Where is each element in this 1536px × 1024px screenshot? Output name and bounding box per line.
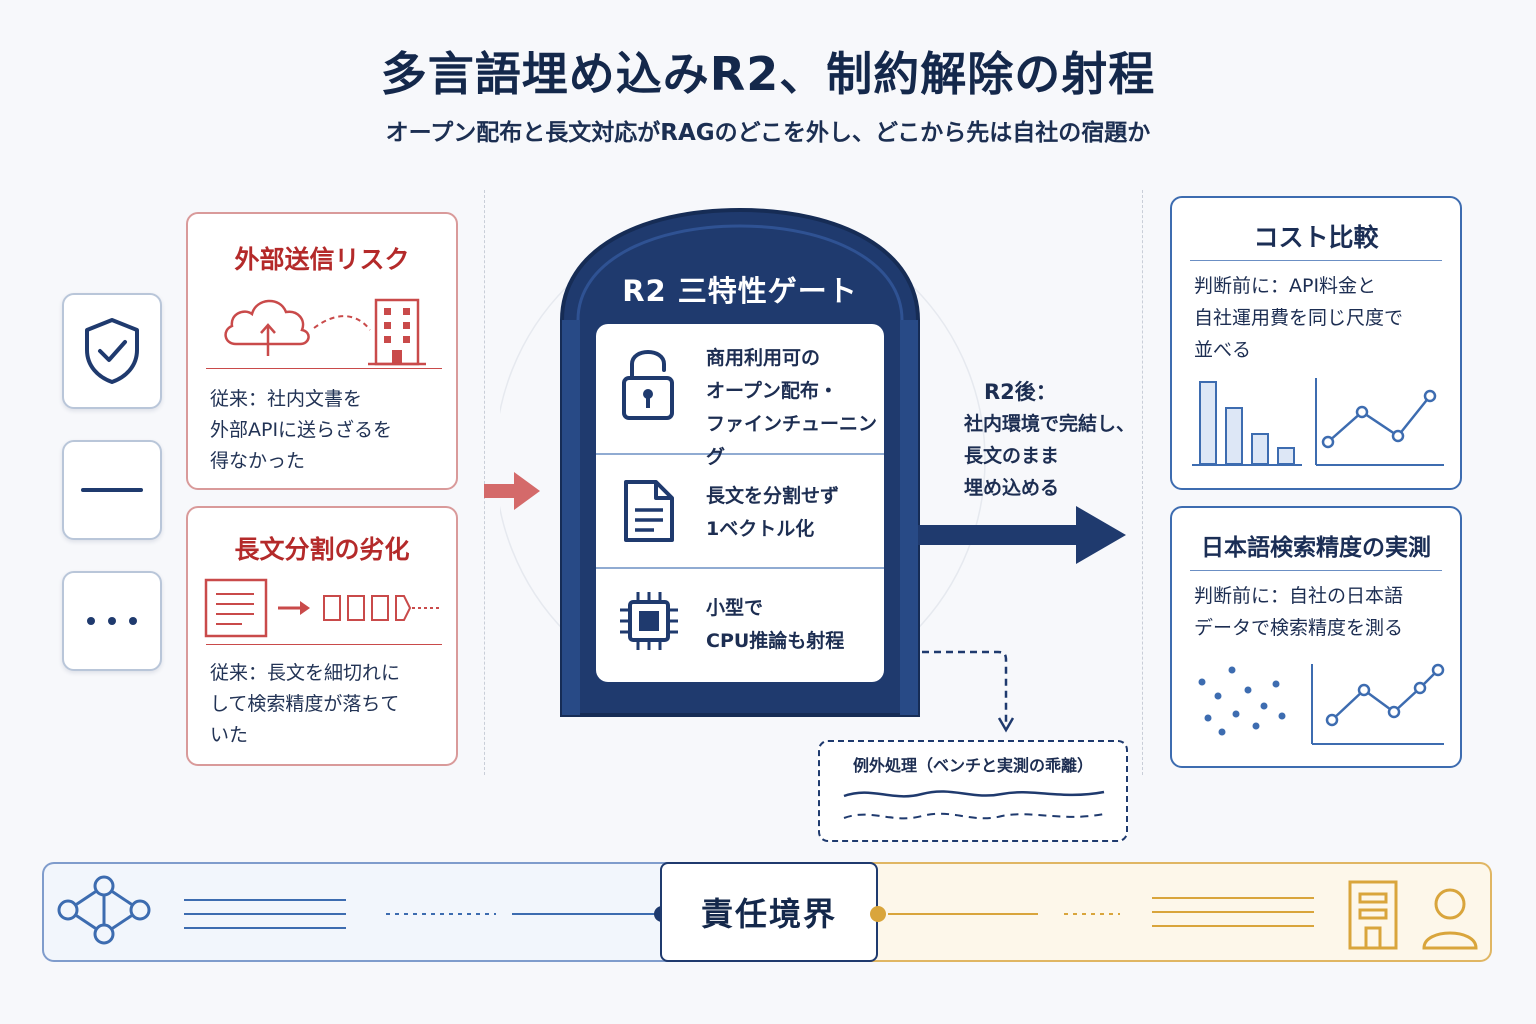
gate-row-long-text: 長文を分割せず 1ベクトル化 — [706, 485, 840, 540]
external-risk-title: 外部送信リスク — [234, 245, 410, 274]
company-side-bar — [770, 862, 1492, 962]
page-title: 多言語埋め込みR2、制約解除の射程 — [380, 47, 1156, 101]
accuracy-panel: 日本語検索精度の実測 判断前に：自社の日本語 データで検索精度を測る — [1170, 506, 1462, 768]
gate-row-cpu: 小型で CPU推論も射程 — [706, 597, 845, 652]
divider — [1190, 570, 1442, 571]
long-text-split-panel: 長文分割の劣化 従来：長文を細切れに して検索精度が落ちて いた — [186, 506, 458, 766]
vendor-side-lines — [184, 899, 660, 929]
long-text-split-title: 長文分割の劣化 — [234, 535, 410, 564]
gold-node-dot — [870, 906, 886, 922]
more-dots-icon — [87, 617, 137, 625]
responsibility-boundary-label: 責任境界 — [700, 895, 837, 933]
column-divider-right — [1142, 190, 1143, 775]
padlock-icon — [622, 350, 674, 420]
column-divider-left — [484, 190, 485, 775]
after-r2-text: 社内環境で完結し、 長文のまま 埋め込める — [964, 413, 1136, 499]
cost-comparison-title: コスト比較 — [1253, 223, 1379, 252]
after-r2-heading: R2後： — [984, 380, 1057, 404]
bar-and-line-chart-icon — [1192, 378, 1444, 466]
exception-connector — [922, 650, 1015, 733]
document-icon — [624, 480, 674, 542]
shield-tile[interactable] — [62, 293, 162, 409]
cost-comparison-text: 判断前に：API料金と 自社運用費を同じ尺度で 並べる — [1194, 275, 1404, 361]
minus-icon — [81, 488, 143, 492]
divider — [206, 368, 442, 369]
responsibility-boundary-box: 責任境界 — [660, 862, 878, 962]
network-graph-icon — [57, 875, 151, 945]
divider — [1190, 260, 1442, 261]
navy-arrow-icon — [918, 506, 1126, 564]
document-split-icon — [204, 578, 440, 638]
exception-box: 例外処理（ベンチと実測の乖離） — [818, 740, 1128, 842]
office-and-person-icon — [1348, 880, 1478, 950]
gate-row-open-license: 商用利用可の オープン配布・ ファインチューニング — [706, 347, 878, 468]
vendor-side-bar — [42, 862, 762, 962]
long-text-split-text: 従来：長文を細切れに して検索精度が落ちて いた — [210, 662, 401, 746]
red-arrow-icon — [484, 472, 540, 510]
gate-structure — [500, 207, 986, 717]
cost-comparison-panel: コスト比較 判断前に：API料金と 自社運用費を同じ尺度で 並べる — [1170, 196, 1462, 490]
accuracy-text: 判断前に：自社の日本語 データで検索精度を測る — [1194, 585, 1404, 639]
wave-icon — [843, 790, 1105, 820]
cloud-upload-to-building-icon — [224, 298, 426, 366]
exception-title: 例外処理（ベンチと実測の乖離） — [852, 756, 1093, 775]
page-subtitle: オープン配布と長文対応がRAGのどこを外し、どこから先は自社の宿題か — [385, 120, 1151, 146]
scatter-and-line-chart-icon — [1198, 663, 1445, 745]
company-side-lines — [888, 897, 1314, 927]
shield-check-icon — [85, 318, 139, 384]
accuracy-title: 日本語検索精度の実測 — [1201, 535, 1431, 561]
minus-tile[interactable] — [62, 440, 162, 540]
external-risk-text: 従来：社内文書を 外部APIに送らざるを 得なかった — [210, 388, 393, 472]
external-risk-panel: 外部送信リスク 従来：社内文書を 外部APIに送らざるを 得なかった — [186, 212, 458, 490]
cpu-chip-icon — [620, 592, 678, 650]
gate-title: R2 三特性ゲート — [622, 274, 858, 308]
divider — [206, 644, 442, 645]
more-tile[interactable] — [62, 571, 162, 671]
